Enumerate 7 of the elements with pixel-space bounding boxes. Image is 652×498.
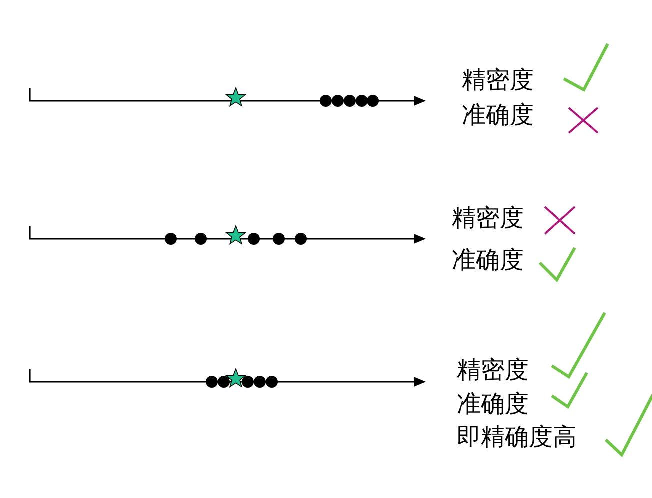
property-label: 准确度 bbox=[462, 101, 534, 129]
property-label: 精密度 bbox=[457, 356, 529, 384]
property-label: 精密度 bbox=[452, 204, 524, 232]
property-label: 精密度 bbox=[462, 66, 534, 94]
property-label: 即精确度高 bbox=[457, 423, 577, 451]
property-label: 准确度 bbox=[457, 390, 529, 418]
property-label: 准确度 bbox=[452, 246, 524, 274]
